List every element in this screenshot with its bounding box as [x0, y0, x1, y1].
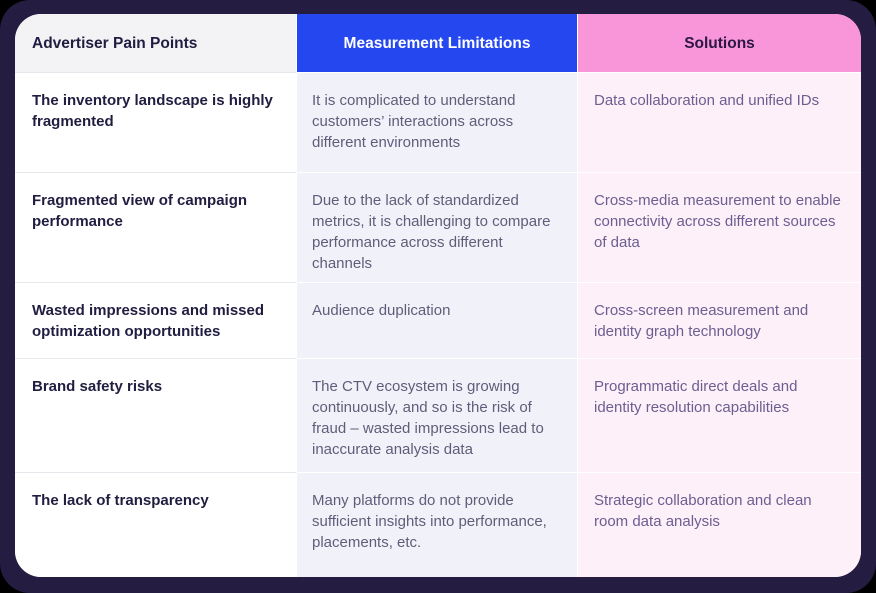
table-cell-limitation: The CTV ecosystem is growing continuousl… [297, 358, 578, 472]
column-header-pain-points: Advertiser Pain Points [15, 14, 297, 72]
table-cell-solution: Programmatic direct deals and identity r… [578, 358, 861, 472]
table-cell-solution: Data collaboration and unified IDs [578, 72, 861, 172]
table-cell-limitation: Due to the lack of standardized metrics,… [297, 172, 578, 282]
column-header-measurement-limitations: Measurement Limitations [297, 14, 578, 72]
table-cell-pain-point: Wasted impressions and missed optimizati… [15, 282, 297, 358]
table-cell-pain-point: Fragmented view of campaign performance [15, 172, 297, 282]
table-cell-pain-point: Brand safety risks [15, 358, 297, 472]
column-header-solutions: Solutions [578, 14, 861, 72]
column-header-label: Measurement Limitations [343, 34, 531, 52]
table-cell-solution: Strategic collaboration and clean room d… [578, 472, 861, 577]
comparison-table: Advertiser Pain Points Measurement Limit… [15, 14, 861, 577]
table-cell-limitation: Audience duplication [297, 282, 578, 358]
table-cell-pain-point: The lack of transparency [15, 472, 297, 577]
table-cell-solution: Cross-screen measurement and identity gr… [578, 282, 861, 358]
table-cell-limitation: It is complicated to understand customer… [297, 72, 578, 172]
column-header-label: Solutions [684, 34, 755, 52]
table-cell-limitation: Many platforms do not provide sufficient… [297, 472, 578, 577]
table-cell-solution: Cross-media measurement to enable connec… [578, 172, 861, 282]
table-cell-pain-point: The inventory landscape is highly fragme… [15, 72, 297, 172]
column-header-label: Advertiser Pain Points [32, 34, 198, 52]
